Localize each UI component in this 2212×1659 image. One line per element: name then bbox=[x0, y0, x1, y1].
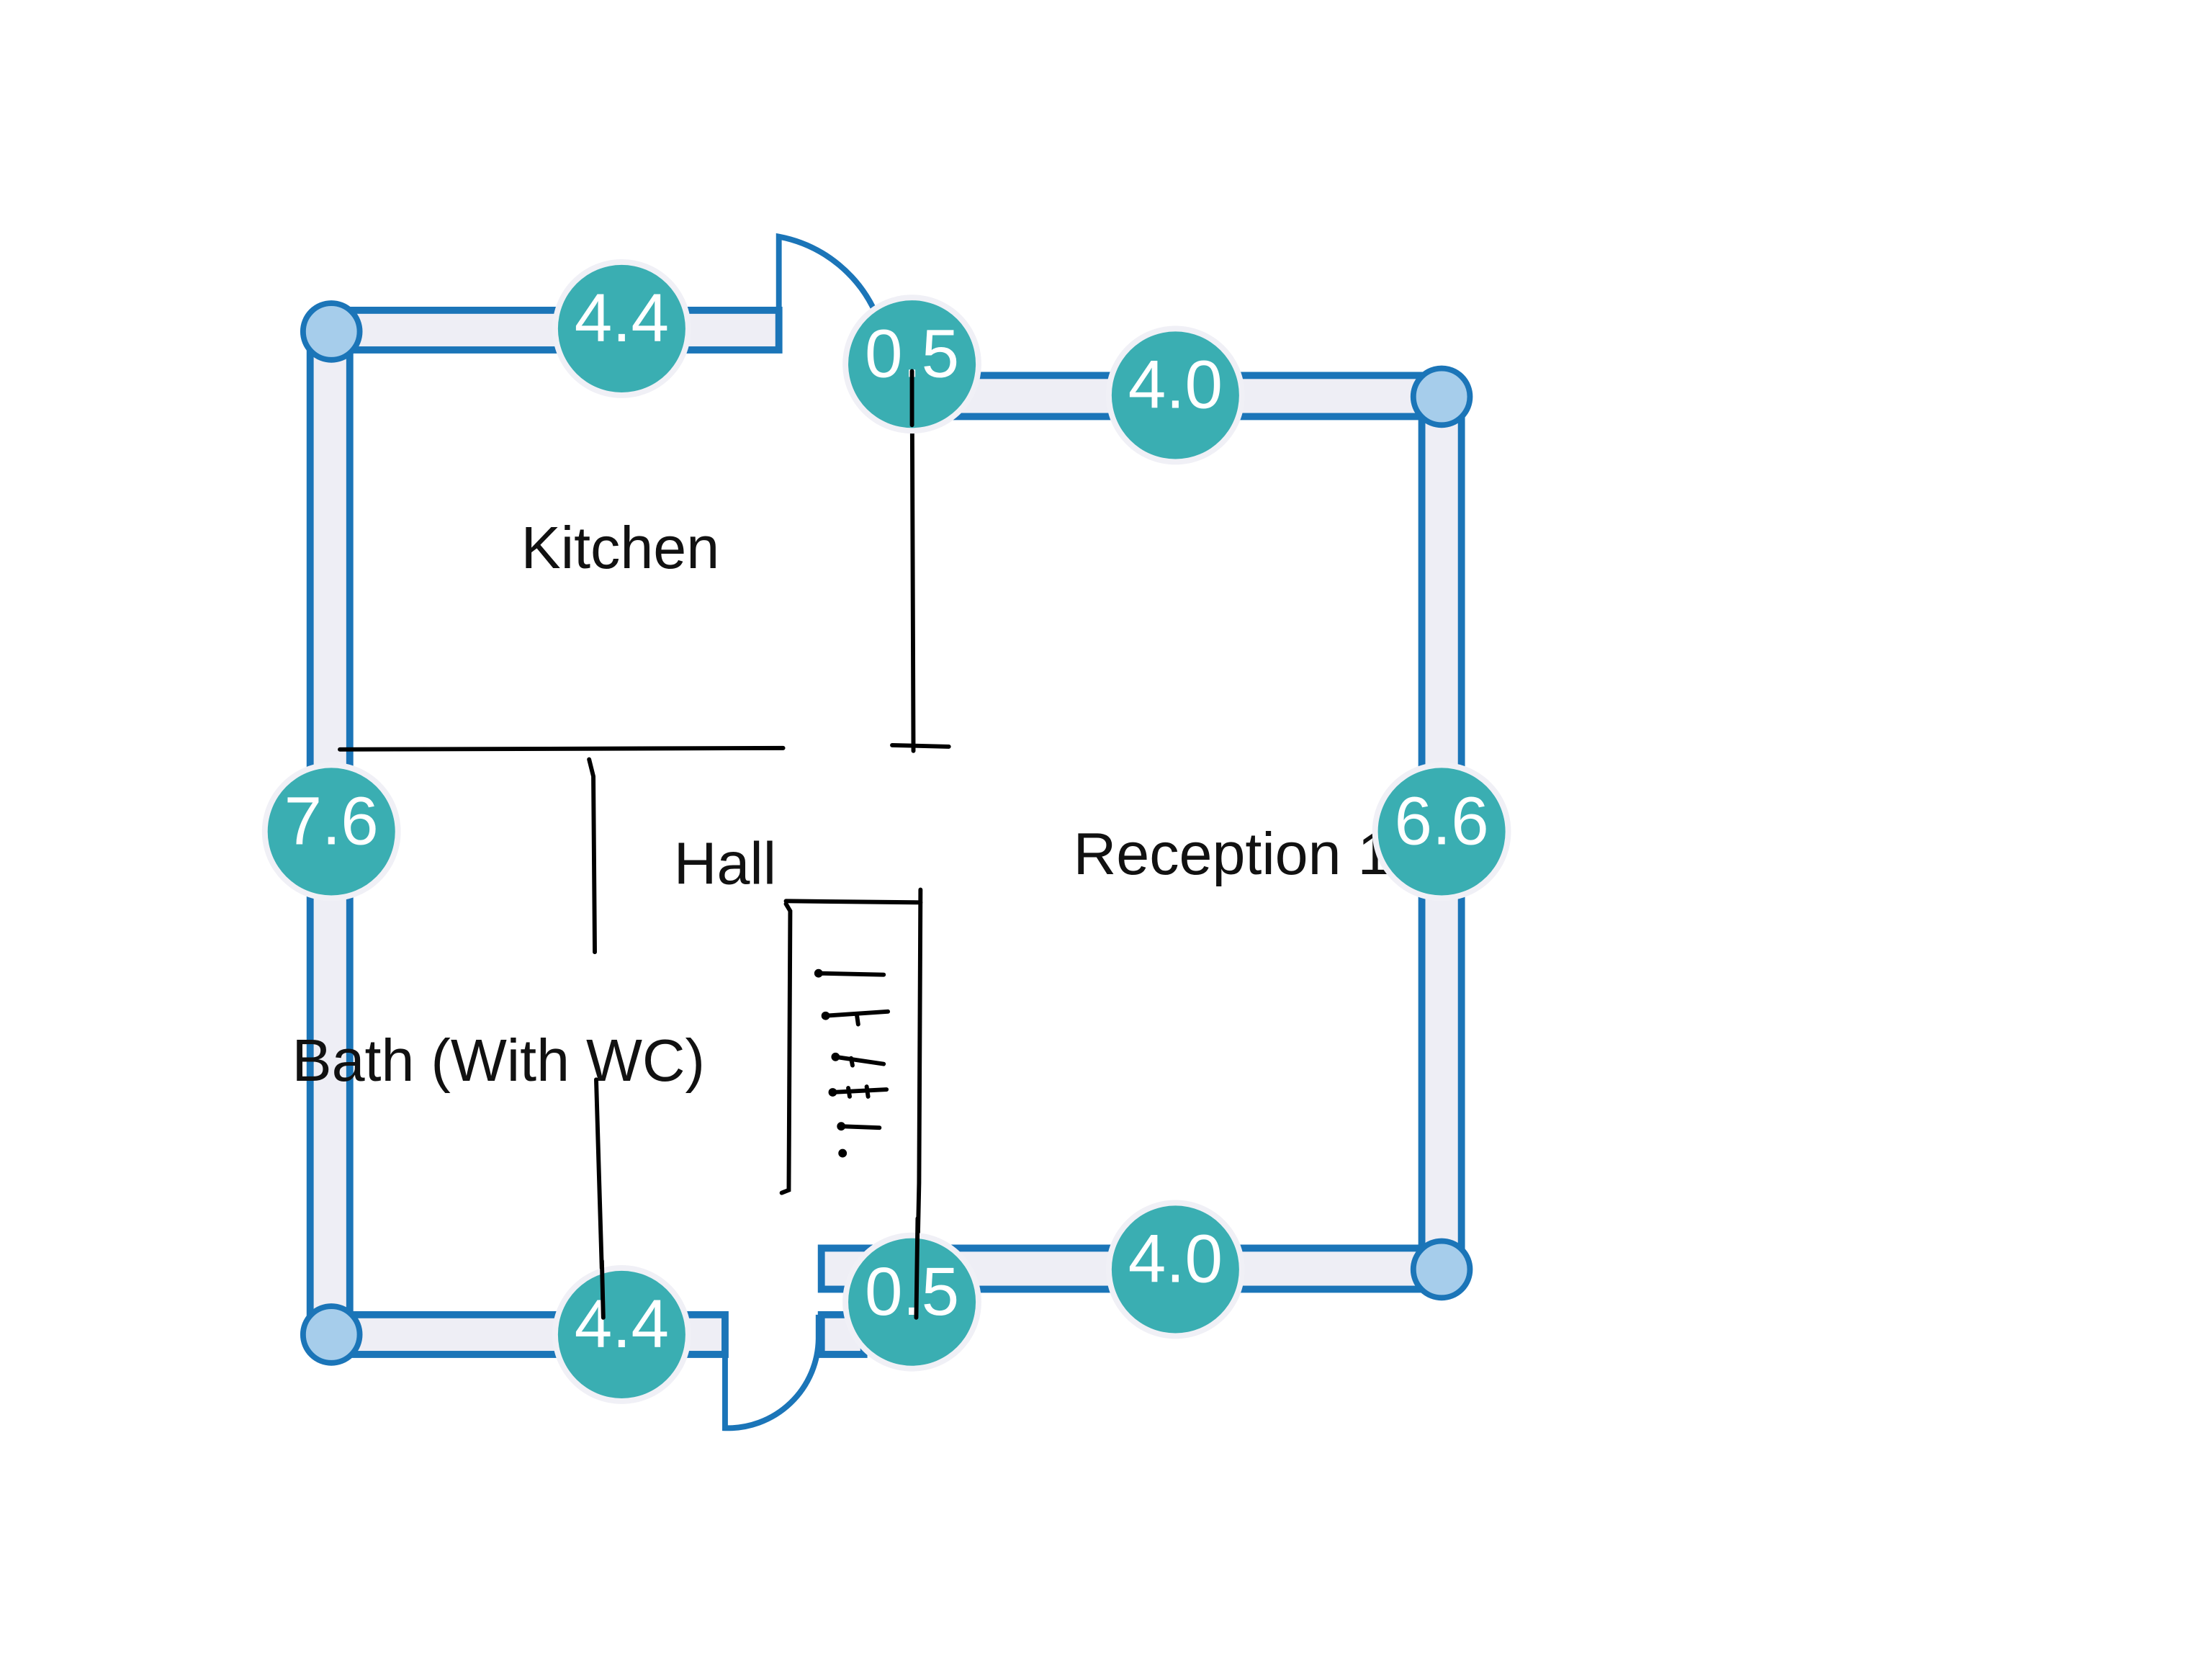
dimension-badge-top-door[interactable]: 0.5 bbox=[842, 295, 981, 434]
room-label-reception[interactable]: Reception 1 bbox=[1074, 820, 1391, 887]
dimension-badge-right[interactable]: 6.6 bbox=[1372, 762, 1511, 902]
reception-partition bbox=[909, 369, 916, 753]
dimension-badge-top-left[interactable]: 4.4 bbox=[552, 259, 691, 398]
dimension-badge-bottom-right[interactable]: 4.0 bbox=[1106, 1200, 1245, 1339]
dimension-badge-left[interactable]: 7.6 bbox=[261, 762, 401, 902]
sketch-lines bbox=[338, 369, 951, 1320]
room-label-bath[interactable]: Bath (With WC) bbox=[292, 1027, 705, 1094]
dimension-badge-bottom-door[interactable]: 0.5 bbox=[842, 1232, 981, 1372]
stair-tread-5 bbox=[839, 1124, 882, 1130]
stair-tread-4b bbox=[846, 1086, 852, 1099]
stair-dot bbox=[837, 1122, 846, 1131]
front-door-swing[interactable] bbox=[775, 233, 881, 350]
stair-tread-4c bbox=[864, 1084, 871, 1099]
stair-outline bbox=[779, 902, 793, 1195]
stair-dot bbox=[831, 1052, 840, 1061]
corner-node-top-right[interactable] bbox=[1410, 365, 1473, 428]
bath-partition-upper bbox=[587, 757, 597, 955]
stair-tread-3b bbox=[849, 1056, 855, 1068]
dimension-badge-bottom-left[interactable]: 4.4 bbox=[552, 1265, 691, 1404]
stair-tread-4 bbox=[830, 1087, 889, 1094]
bath-partition-lower-overlay bbox=[599, 1259, 606, 1320]
room-label-kitchen[interactable]: Kitchen bbox=[521, 514, 719, 581]
reception-partition-top-tick bbox=[890, 742, 951, 749]
corner-node-bottom-right[interactable] bbox=[1410, 1238, 1473, 1301]
stair-tread-3 bbox=[833, 1054, 886, 1066]
stair-dots bbox=[814, 968, 848, 1158]
dimension-value: 4.4 bbox=[575, 1287, 669, 1362]
stair-tread-2b bbox=[854, 1012, 860, 1027]
corner-node-bottom-left[interactable] bbox=[300, 1303, 363, 1366]
dimension-badges: 4.4 0.5 4.0 7.6 6.6 4.4 bbox=[261, 259, 1511, 1404]
room-label-hall[interactable]: Hall bbox=[674, 830, 776, 897]
stair-top bbox=[783, 899, 923, 905]
dimension-value: 7.6 bbox=[284, 784, 379, 860]
dimension-value: 4.0 bbox=[1128, 1222, 1223, 1298]
dimension-value: 4.4 bbox=[575, 281, 669, 356]
stair-dot bbox=[814, 968, 823, 978]
stair-tread-1 bbox=[816, 971, 886, 977]
corner-node-top-left[interactable] bbox=[300, 300, 363, 363]
dimension-value: 4.0 bbox=[1128, 348, 1223, 423]
kitchen-hall-partition bbox=[338, 745, 786, 752]
corner-nodes bbox=[300, 300, 1473, 1366]
stair-dot bbox=[821, 1011, 830, 1020]
room-labels: Kitchen Hall Reception 1 Bath (With WC) bbox=[292, 514, 1390, 1094]
stair-dot bbox=[838, 1148, 848, 1158]
dimension-value: 6.6 bbox=[1394, 784, 1488, 860]
dimension-value: 0.5 bbox=[865, 1254, 959, 1330]
doors bbox=[722, 233, 881, 1431]
stair-dot bbox=[828, 1088, 837, 1097]
sketch-lines-overlay bbox=[599, 369, 920, 1320]
back-door-swing[interactable] bbox=[722, 1314, 822, 1431]
reception-partition-lower-overlay bbox=[914, 1216, 920, 1320]
dimension-badge-top-right[interactable]: 4.0 bbox=[1106, 325, 1245, 465]
